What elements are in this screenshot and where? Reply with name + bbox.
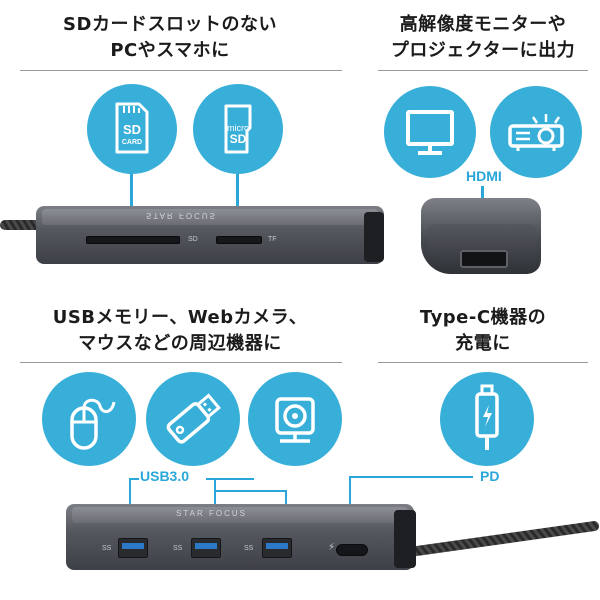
usb-hub-end-cap (394, 510, 416, 568)
usb-port-3-mark: SS (244, 545, 254, 552)
usb-stick-icon (166, 393, 221, 444)
display-heading: 高解像度モニターや プロジェクターに出力 (378, 12, 588, 64)
usb-hub: STAR FOCUS SS SS SS ⚡ (66, 504, 414, 570)
sd-card-icon-text2: CARD (122, 139, 142, 146)
sd-card-circle: SD CARD (87, 84, 177, 174)
pd-connector-line (349, 476, 473, 478)
sd-slot-mark: SD (188, 236, 198, 243)
usb-port-3[interactable] (262, 538, 292, 558)
card-heading-line1: SDカードスロットのない (63, 14, 277, 35)
typec-heading-line2: 充電に (455, 333, 511, 354)
typec-plug-icon (475, 384, 499, 450)
typec-divider (378, 362, 588, 363)
usb-heading-line2: マウスなどの周辺機器に (78, 333, 282, 354)
mouse-circle (42, 372, 136, 466)
usb-hub-top-face (72, 507, 408, 523)
card-heading: SDカードスロットのない PCやスマホに (40, 12, 300, 64)
usb-divider (20, 362, 342, 363)
pd-bolt-icon: ⚡ (328, 542, 336, 553)
card-divider (20, 70, 342, 71)
webcam-icon (275, 397, 315, 443)
typec-heading-line1: Type-C機器の (419, 307, 547, 328)
hub-cable-right (404, 520, 600, 558)
mouse-icon (70, 398, 116, 450)
hub-end-cap (364, 212, 384, 262)
display-divider (378, 70, 588, 71)
webcam-circle (248, 372, 342, 466)
hdmi-label: HDMI (466, 168, 502, 184)
usb3-label: USB3.0 (140, 468, 190, 484)
tf-slot[interactable] (216, 236, 262, 244)
monitor-circle (384, 86, 476, 178)
display-heading-line2: プロジェクターに出力 (390, 40, 576, 61)
usb-bracket-top (214, 490, 286, 492)
usb-hub-brand-label: STAR FOCUS (176, 509, 247, 518)
sd-slot[interactable] (86, 236, 180, 244)
usb-heading-line1: USBメモリー、Webカメラ、 (52, 307, 308, 328)
display-heading-line1: 高解像度モニターや (399, 14, 567, 35)
card-reader-hub: STAR FOCUS SD TF (36, 206, 384, 264)
micro-sd-icon-text1: micro (227, 123, 249, 133)
usb-heading: USBメモリー、Webカメラ、 マウスなどの周辺機器に (40, 305, 320, 357)
hub-cable-left (0, 220, 48, 230)
hdmi-port[interactable] (460, 250, 508, 268)
typec-circle (440, 372, 534, 466)
projector-icon (508, 114, 564, 151)
micro-sd-icon-text2: SD (230, 132, 247, 146)
sd-card-icon-text1: SD (123, 122, 141, 137)
usb-port-2-mark: SS (173, 545, 183, 552)
sd-card-icon: SD CARD (115, 102, 149, 154)
usb-port-1[interactable] (118, 538, 148, 558)
typec-heading: Type-C機器の 充電に (386, 305, 580, 357)
tf-slot-mark: TF (268, 236, 277, 243)
usb-port-1-mark: SS (102, 545, 112, 552)
usb-bracket-right-arm (206, 478, 254, 480)
micro-sd-icon: micro SD (224, 104, 252, 154)
projector-circle (490, 86, 582, 178)
usb-bracket-left-arm (129, 478, 139, 480)
micro-sd-circle: micro SD (193, 84, 283, 174)
usb-stick-circle (146, 372, 240, 466)
usb-port-2[interactable] (191, 538, 221, 558)
hub-top-face (42, 209, 378, 225)
hub-brand-label: STAR FOCUS (146, 211, 217, 220)
monitor-icon (406, 110, 454, 155)
typec-port[interactable] (336, 544, 368, 556)
pd-label: PD (480, 468, 500, 484)
card-heading-line2: PCやスマホに (110, 40, 230, 61)
